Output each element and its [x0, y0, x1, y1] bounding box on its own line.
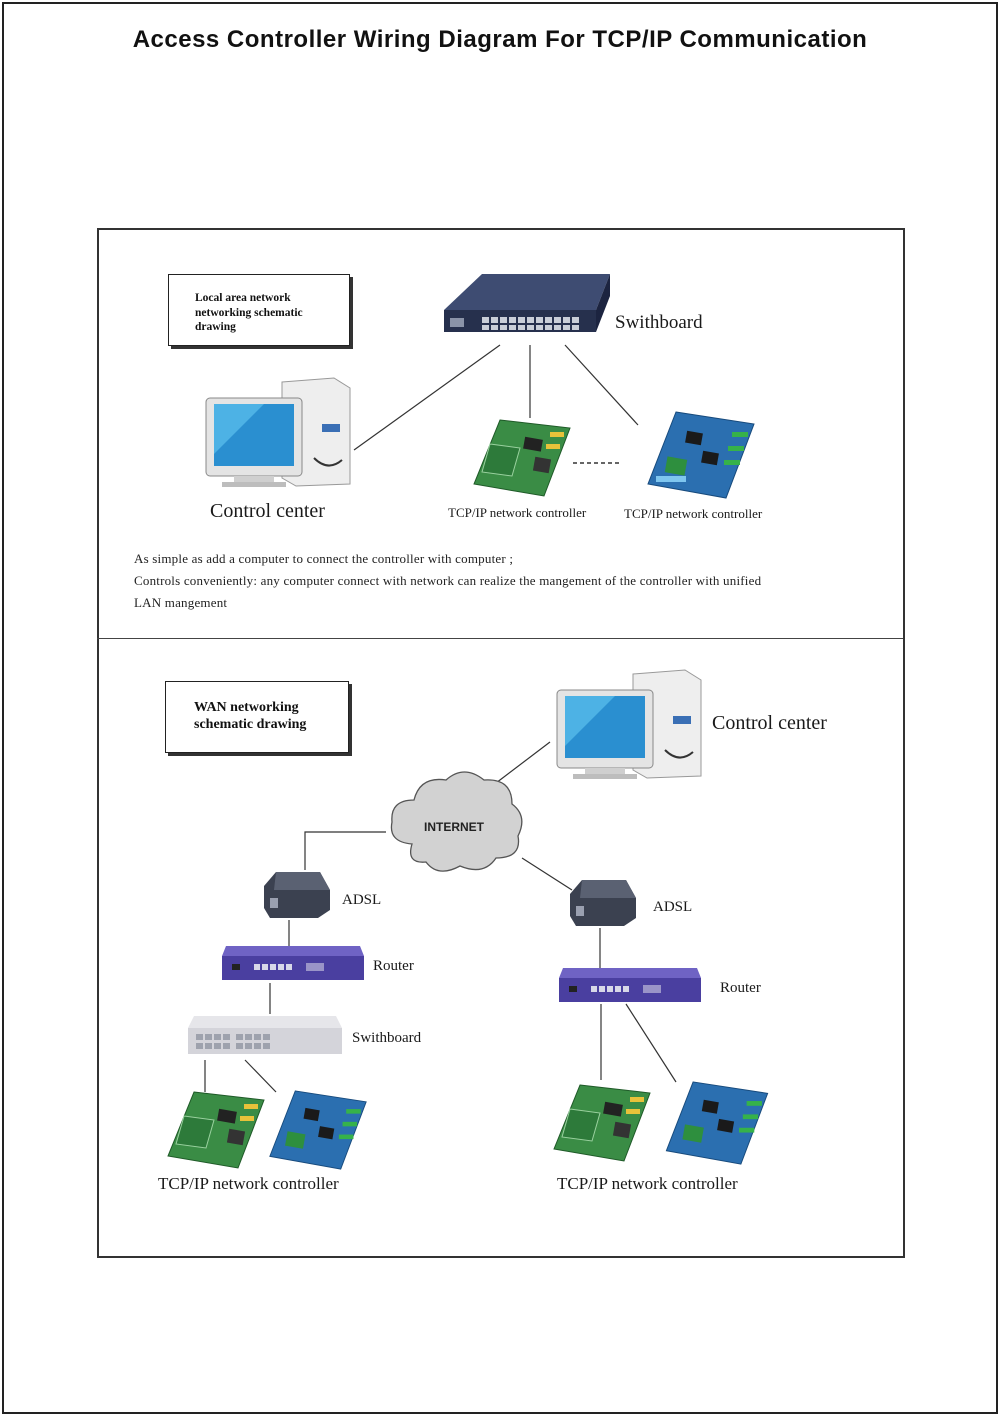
router-left-label: Router: [373, 958, 414, 974]
router-right-label: Router: [720, 980, 761, 996]
lan-description: As simple as add a computer to connect t…: [134, 548, 761, 614]
adsl-modem-left-icon: [264, 872, 330, 918]
lan-description-line: As simple as add a computer to connect t…: [134, 551, 514, 566]
lan-title-line: networking schematic: [195, 306, 303, 319]
wan-wire-internet-adsl-right: [521, 857, 573, 891]
lan-title-box: Local area network networking schematic …: [168, 274, 350, 346]
wan-controller-left-label: TCP/IP network controller: [158, 1174, 339, 1193]
diagram-panel: [97, 228, 905, 1258]
wan-computer-icon: [556, 669, 702, 779]
router-right-icon: [559, 968, 701, 1002]
lan-description-line: LAN mangement: [134, 595, 228, 610]
wan-switchboard-icon: [188, 1016, 342, 1054]
lan-wire-controller-2: [564, 344, 639, 426]
lan-title-line: Local area network: [195, 292, 291, 304]
wan-title-line: WAN networking: [194, 700, 299, 715]
section-divider: [97, 638, 903, 639]
internet-label: INTERNET: [424, 820, 484, 834]
lan-title-line: drawing: [195, 321, 236, 333]
lan-description-line: Controls conveniently: any computer conn…: [134, 573, 762, 588]
lan-switchboard-icon: [444, 274, 610, 332]
lan-wire-computer: [353, 344, 501, 451]
wan-wire-center-internet: [495, 741, 551, 784]
internet-cloud-icon: [390, 771, 523, 872]
router-left-icon: [222, 946, 364, 980]
wan-controller-board-right-b: [665, 1081, 769, 1165]
lan-controller-label-1: TCP/IP network controller: [448, 505, 587, 520]
wan-wire-switch-controller-b: [244, 1059, 277, 1093]
page-title: Access Controller Wiring Diagram For TCP…: [132, 26, 868, 53]
wan-title-line: schematic drawing: [194, 717, 307, 732]
adsl-left-label: ADSL: [342, 892, 382, 908]
lan-controller-board-1: [473, 419, 571, 497]
wan-controller-board-right-a: [553, 1084, 651, 1162]
lan-controller-label-2: TCP/IP network controller: [624, 506, 763, 521]
lan-switchboard-label: Swithboard: [615, 312, 703, 333]
wan-title-box: WAN networking schematic drawing: [165, 681, 349, 753]
wan-control-center-label: Control center: [712, 712, 827, 734]
wan-controller-board-left-b: [269, 1090, 367, 1170]
wan-controller-board-left-a: [167, 1091, 265, 1169]
wan-wire-internet-adsl-left: [304, 831, 386, 870]
wan-switchboard-label: Swithboard: [352, 1030, 422, 1046]
lan-computer-icon: [205, 377, 351, 487]
wan-wire-router-controller-b: [625, 1003, 677, 1083]
adsl-modem-right-icon: [570, 880, 636, 926]
adsl-right-label: ADSL: [653, 899, 693, 915]
wan-controller-right-label: TCP/IP network controller: [557, 1174, 738, 1193]
lan-control-center-label: Control center: [210, 500, 325, 522]
lan-controller-board-2: [647, 411, 755, 499]
